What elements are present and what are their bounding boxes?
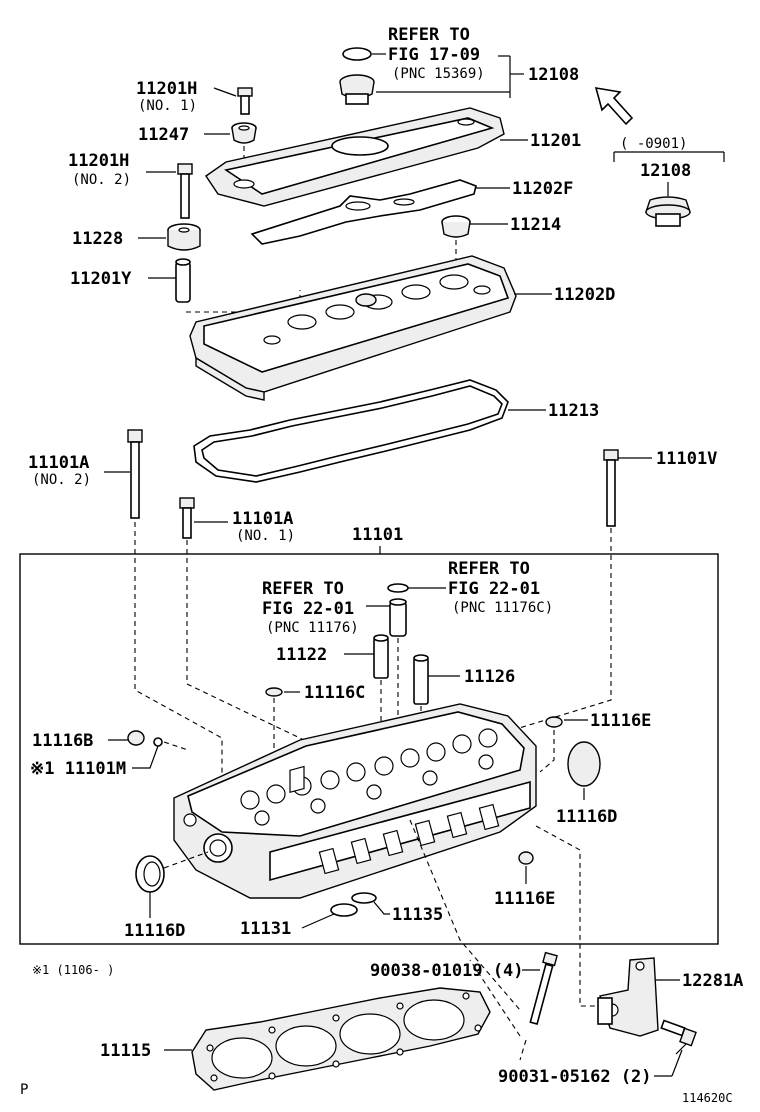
callout-11116e-bottom: 11116E <box>494 889 555 909</box>
valve-guide-11176 <box>366 598 407 756</box>
oil-filler-cap-group: REFER TO FIG 17-09 (PNC 15369) 12108 <box>339 25 579 105</box>
alt-cap-group: ( -0901) 12108 <box>613 136 725 227</box>
bolt-11201h-no1-group: 11201H (NO. 1) <box>136 79 253 115</box>
ref-mid-left-line1: REFER TO <box>262 579 344 599</box>
plug-11116b: 11116B <box>32 730 145 751</box>
bolt-11201h-no2-group: 11201H (NO. 2) <box>68 151 193 219</box>
callout-11202f: 11202F <box>512 179 573 199</box>
head-cover-gasket-11213: 11213 <box>193 379 599 483</box>
date-range-note: ( -0901) <box>620 136 687 152</box>
seal-11116d-left: 11116D <box>124 851 209 941</box>
oring-11176c <box>387 583 446 593</box>
callout-11116d-left: 11116D <box>124 921 185 941</box>
cylinder-head-subassy-frame <box>19 553 719 945</box>
head-gasket-11115: 11115 <box>100 987 491 1091</box>
bracket-12281a: 12281A <box>597 957 743 1037</box>
head-bolt-11101v-group: 11101V <box>479 449 717 741</box>
callout-11116e-top: 11116E <box>590 711 651 731</box>
head-bolt-11101v <box>603 449 619 527</box>
seal-11131: 11131 <box>240 903 358 939</box>
callout-11201y: 11201Y <box>70 269 132 289</box>
callout-11201h-no1-sub: (NO. 1) <box>138 98 197 114</box>
ref-mid-right-line2: FIG 22-01 <box>448 579 540 599</box>
callout-11116b: 11116B <box>32 731 93 751</box>
pin-11101m: ※1 11101M <box>30 737 189 779</box>
valve-guide-11126: 11126 <box>413 654 515 760</box>
collar-11201y-group: 11201Y <box>70 258 301 313</box>
figure-code: 114620C <box>682 1091 733 1105</box>
ref-top-line1: REFER TO <box>388 25 470 45</box>
direction-arrow <box>594 87 634 126</box>
head-bolt-11101a-no2 <box>127 429 143 519</box>
ref-top-line3: (PNC 15369) <box>392 66 485 82</box>
head-bolt-11101a-no2-group: 11101A (NO. 2) <box>28 429 223 790</box>
callout-11126: 11126 <box>464 667 515 687</box>
ref-mid-right-line1: REFER TO <box>448 559 530 579</box>
ref-mid-left-line3: (PNC 11176) <box>266 620 359 636</box>
callout-90031: 90031-05162 (2) <box>498 1067 652 1087</box>
callout-11101a-no1-sub: (NO. 1) <box>236 528 295 544</box>
callout-11214: 11214 <box>510 215 561 235</box>
callout-11101a-no2-sub: (NO. 2) <box>32 472 91 488</box>
cylinder-head-cover-11202d: 11202D <box>189 255 615 401</box>
cover-gasket-11202f: 11202F <box>250 179 573 245</box>
grommet-11247 <box>231 122 257 144</box>
footnote: ※1 (1106- ) <box>32 963 114 977</box>
callout-11116c: 11116C <box>304 683 365 703</box>
callout-11201h-no2-sub: (NO. 2) <box>72 172 131 188</box>
callout-90038: 90038-01019 (4) <box>370 961 524 981</box>
ref-top-line2: FIG 17-09 <box>388 45 480 65</box>
grommet-11247-group: 11247 <box>138 122 257 178</box>
callout-11201h-no2: 11201H <box>68 151 129 171</box>
callout-11201: 11201 <box>530 131 581 151</box>
ref-mid-left-line2: FIG 22-01 <box>262 599 354 619</box>
callout-12108: 12108 <box>528 65 579 85</box>
bolt-90031: 90031-05162 (2) <box>498 1019 697 1087</box>
bolt-11201h-no2 <box>177 163 193 219</box>
callout-11135: 11135 <box>392 905 443 925</box>
callout-12108-alt: 12108 <box>640 161 691 181</box>
callout-11115: 11115 <box>100 1041 151 1061</box>
callout-11247: 11247 <box>138 125 189 145</box>
cylinder-head-body <box>173 703 537 899</box>
ref-mid-right-line3: (PNC 11176C) <box>452 600 553 616</box>
cushion-11228 <box>167 223 201 251</box>
callout-11101a-no2: 11101A <box>28 453 89 473</box>
callout-11101: 11101 <box>352 525 403 545</box>
collar-11201y <box>175 258 191 303</box>
callout-11116d-right: 11116D <box>556 807 617 827</box>
cap-gasket <box>342 47 372 61</box>
callout-11228: 11228 <box>72 229 123 249</box>
callout-11101a-no1: 11101A <box>232 509 293 529</box>
callout-11202d: 11202D <box>554 285 615 305</box>
callout-11122: 11122 <box>276 645 327 665</box>
head-bolt-11101a-no1 <box>179 497 195 539</box>
cushion-11228-group: 11228 <box>72 223 201 251</box>
cylinder-head-cover-11201: 11201 <box>205 107 581 207</box>
plug-11116d-right: 11116D <box>556 741 617 827</box>
callout-11213: 11213 <box>548 401 599 421</box>
callout-11101m: ※1 11101M <box>30 759 126 779</box>
seal-11135: 11135 <box>351 892 443 925</box>
oil-filler-cap <box>339 74 375 105</box>
plug-11116e-bottom: 11116E <box>494 851 555 909</box>
seal-11214: 11214 <box>441 215 561 272</box>
plug-11116e-top: 11116E <box>539 711 651 773</box>
callout-11131: 11131 <box>240 919 291 939</box>
callout-11101v: 11101V <box>656 449 717 469</box>
callout-12281a: 12281A <box>682 971 743 991</box>
corner-mark: P <box>20 1082 28 1098</box>
stud-90038: 90038-01019 (4) <box>370 951 558 1037</box>
bolt-11201h-no1 <box>237 87 253 115</box>
head-bolt-11101a-no1-group: 11101A (NO. 1) <box>179 497 305 741</box>
callout-11201h-no1: 11201H <box>136 79 197 99</box>
alt-oil-filler-cap <box>645 196 691 227</box>
